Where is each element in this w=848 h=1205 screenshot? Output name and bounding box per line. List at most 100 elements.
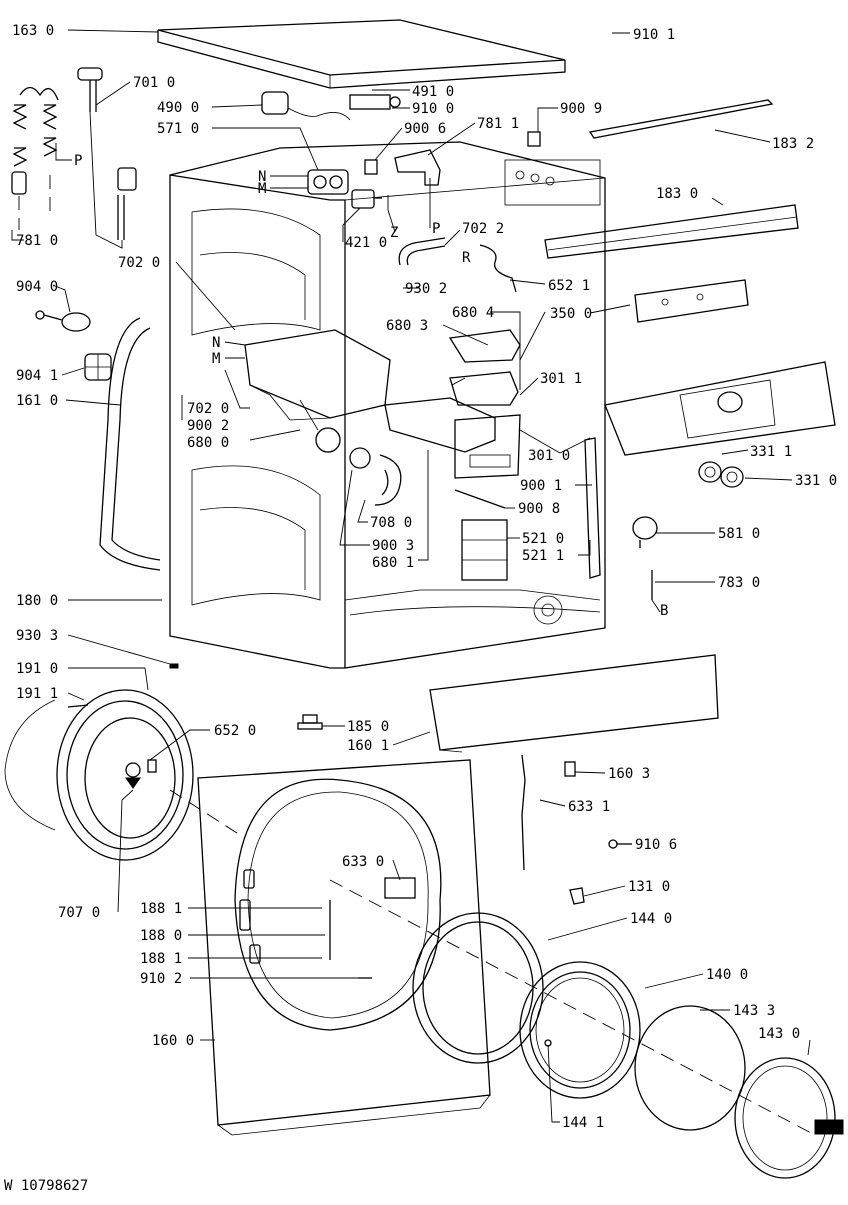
callout-191-1: 191 1 [16, 686, 58, 702]
valve-small [117, 167, 137, 240]
rod-900-8 [454, 489, 506, 509]
callout-421-0: 421 0 [345, 235, 387, 251]
inlet-valve-490 [261, 91, 351, 121]
door-gasket-191 [4, 689, 194, 861]
callout-900-2: 900 2 [187, 418, 229, 434]
dispenser-housing [244, 329, 391, 453]
callout-904-0: 904 0 [16, 279, 58, 295]
callout-161-0: 161 0 [16, 393, 58, 409]
callout-191-0: 191 0 [16, 661, 58, 677]
callout-781-1: 781 1 [477, 116, 519, 132]
callout-N-upper: N [258, 169, 266, 185]
callout-708-0: 708 0 [370, 515, 412, 531]
callout-680-1: 680 1 [372, 555, 414, 571]
callout-680-3: 680 3 [386, 318, 428, 334]
callout-783-0: 783 0 [718, 575, 760, 591]
callout-140-0: 140 0 [706, 967, 748, 983]
callout-R: R [462, 250, 471, 266]
pressure-tube [77, 67, 103, 112]
foot-185 [297, 714, 323, 730]
counterweight-161 [99, 317, 161, 571]
callout-930-2: 930 2 [405, 281, 447, 297]
callout-131-0: 131 0 [628, 879, 670, 895]
hose-702-2 [398, 237, 446, 266]
callout-188-1-upper: 188 1 [140, 901, 182, 917]
callout-707-0: 707 0 [58, 905, 100, 921]
top-cover [157, 19, 566, 89]
door-seal-143-3 [634, 1005, 746, 1131]
elbow-781-1 [394, 149, 441, 186]
callout-904-1: 904 1 [16, 368, 58, 384]
parts-artwork [4, 19, 844, 1179]
callout-521-0: 521 0 [522, 531, 564, 547]
callout-350-0: 350 0 [550, 306, 592, 322]
callout-702-0-upper: 702 0 [118, 255, 160, 271]
callout-N-lower: N [212, 335, 220, 351]
wire-652-1 [479, 244, 517, 293]
drawer-680-1 [384, 397, 521, 479]
callout-680-0: 680 0 [187, 435, 229, 451]
callout-M-lower: M [212, 351, 220, 367]
callout-581-0: 581 0 [718, 526, 760, 542]
callout-143-0: 143 0 [758, 1026, 800, 1042]
callout-571-0: 571 0 [157, 121, 199, 137]
callout-900-6: 900 6 [404, 121, 446, 137]
callout-160-1: 160 1 [347, 738, 389, 754]
door-glass-143 [734, 1057, 844, 1179]
rails [544, 99, 799, 259]
door-140 [519, 961, 641, 1099]
callout-B: B [660, 603, 668, 619]
wire-633-1 [521, 754, 526, 871]
clip-900-9 [527, 131, 541, 147]
callout-900-3: 900 3 [372, 538, 414, 554]
callout-183-2: 183 2 [772, 136, 814, 152]
screw-930-3 [169, 663, 179, 669]
callout-188-1-lower: 188 1 [140, 951, 182, 967]
callout-633-1: 633 1 [568, 799, 610, 815]
callout-652-1: 652 1 [548, 278, 590, 294]
callout-160-3: 160 3 [608, 766, 650, 782]
callout-521-1: 521 1 [522, 548, 564, 564]
valve-block-571 [307, 169, 349, 195]
clip-160-3 [564, 761, 576, 777]
callout-331-1: 331 1 [750, 444, 792, 460]
callout-301-0: 301 0 [528, 448, 570, 464]
callout-P-right: P [432, 221, 440, 237]
bearings [698, 461, 744, 488]
callout-910-1: 910 1 [633, 27, 675, 43]
clip-900-6 [364, 159, 378, 175]
cabinet [169, 141, 606, 669]
callout-781-0: 781 0 [16, 233, 58, 249]
callout-633-0: 633 0 [342, 854, 384, 870]
lock-131 [569, 887, 585, 905]
callout-144-0: 144 0 [630, 911, 672, 927]
callout-P-left: P [74, 153, 82, 169]
callout-163-0: 163 0 [12, 23, 54, 39]
drawing-code: W 10798627 [4, 1178, 88, 1194]
callout-900-8: 900 8 [518, 501, 560, 517]
part-491 [349, 94, 401, 110]
pressure-switch-581 [632, 516, 658, 548]
callout-910-0: 910 0 [412, 101, 454, 117]
callout-301-1: 301 1 [540, 371, 582, 387]
drawer-680-4 [449, 371, 519, 406]
callout-652-0: 652 0 [214, 723, 256, 739]
part-904-1 [84, 353, 112, 381]
callout-143-3: 143 3 [733, 1003, 775, 1019]
callout-144-1: 144 1 [562, 1115, 604, 1131]
callout-331-0: 331 0 [795, 473, 837, 489]
callout-490-0: 490 0 [157, 100, 199, 116]
callout-900-9: 900 9 [560, 101, 602, 117]
control-panel [604, 361, 836, 456]
callout-Z: Z [390, 225, 398, 241]
side-strip-900-1 [584, 437, 601, 579]
hose-708 [349, 447, 402, 506]
callout-680-4: 680 4 [452, 305, 494, 321]
callout-160-0: 160 0 [152, 1033, 194, 1049]
suspension-springs [11, 86, 59, 230]
callout-900-1: 900 1 [520, 478, 562, 494]
callout-183-0: 183 0 [656, 186, 698, 202]
part-904-0 [35, 310, 91, 332]
alignment-line-main [329, 879, 816, 1136]
